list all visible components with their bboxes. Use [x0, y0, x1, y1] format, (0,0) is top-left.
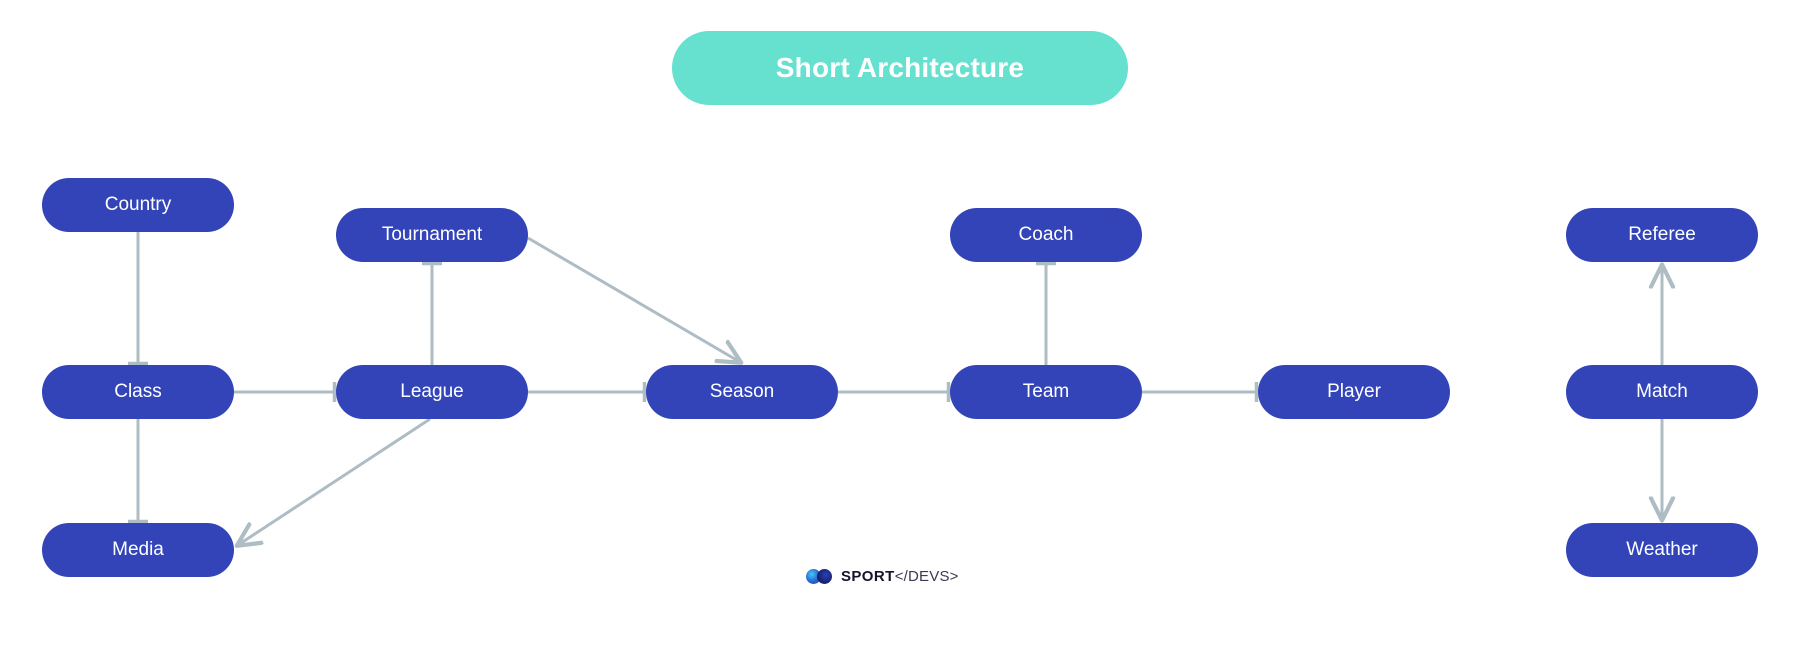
logo-circle-right-icon [817, 568, 832, 584]
node-league[interactable]: League [336, 365, 528, 419]
node-class[interactable]: Class [42, 365, 234, 419]
node-label: Team [1022, 381, 1070, 402]
node-match[interactable]: Match [1566, 365, 1758, 419]
node-label: Media [112, 539, 164, 560]
node-label: Season [709, 381, 775, 402]
edge-league-media [238, 417, 431, 545]
edge-tournament-season [527, 236, 740, 362]
page-title: Short Architecture [775, 52, 1025, 83]
edge-league-season [528, 382, 647, 402]
logo-word-sport: SPORT [841, 567, 895, 585]
edge-country-class [128, 232, 148, 366]
node-label: Tournament [381, 224, 483, 245]
node-referee[interactable]: Referee [1566, 208, 1758, 262]
node-season[interactable]: Season [646, 365, 838, 419]
sportdevs-logo-mark-icon [806, 568, 834, 584]
node-label: Coach [1018, 224, 1074, 245]
node-label: Referee [1628, 224, 1696, 245]
node-weather[interactable]: Weather [1566, 523, 1758, 577]
logo-word-devs: </DEVS> [894, 567, 959, 585]
node-label: Class [114, 381, 162, 402]
node-label: Weather [1626, 539, 1698, 560]
node-player[interactable]: Player [1258, 365, 1450, 419]
node-label: Country [104, 194, 172, 215]
node-coach[interactable]: Coach [950, 208, 1142, 262]
edge-coach-team [1036, 261, 1056, 365]
edge-class-league [234, 382, 337, 402]
edge-season-team [838, 382, 951, 402]
edge-class-media [128, 419, 148, 524]
node-team[interactable]: Team [950, 365, 1142, 419]
node-media[interactable]: Media [42, 523, 234, 577]
page-title-banner: Short Architecture [672, 31, 1128, 105]
edge-tournament-league [422, 261, 442, 365]
node-label: League [400, 381, 464, 402]
node-country[interactable]: Country [42, 178, 234, 232]
sportdevs-logo: SPORT</DEVS> [806, 566, 959, 586]
node-label: Player [1327, 381, 1381, 402]
logo-wordmark: SPORT</DEVS> [841, 569, 959, 584]
edge-team-player [1142, 382, 1259, 402]
node-label: Match [1636, 381, 1688, 402]
node-tournament[interactable]: Tournament [336, 208, 528, 262]
